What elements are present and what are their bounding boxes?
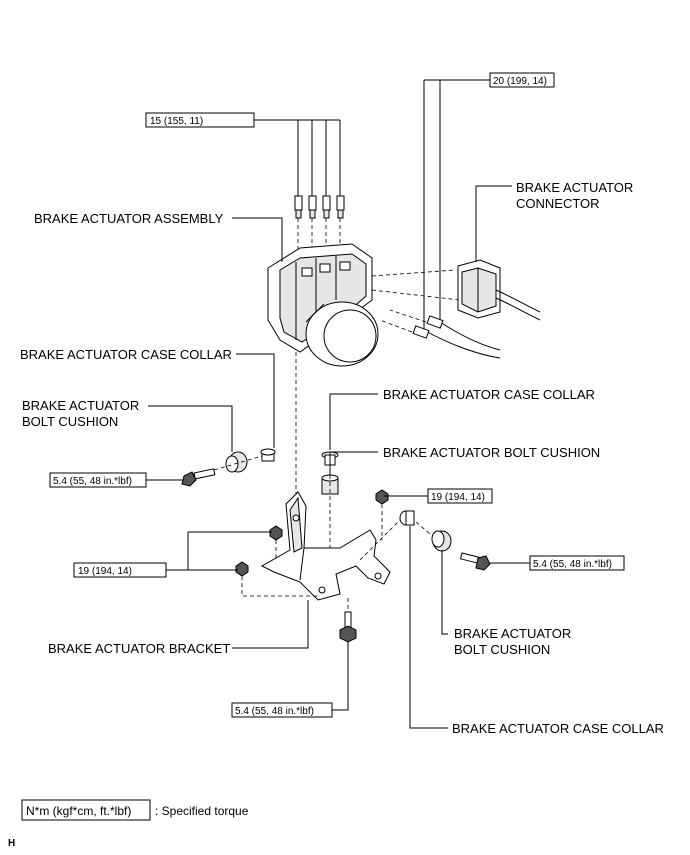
torque-box-bolt-left: 5.4 (55, 48 in.*lbf) [49, 472, 147, 488]
flare-nut-3 [322, 195, 331, 219]
torque-box-brake-line-right: 20 (199, 14) [489, 72, 555, 88]
torque-box-nut-right: 19 (194, 14) [427, 488, 493, 504]
torque-box-bolt-right: 5.4 (55, 48 in.*lbf) [529, 555, 625, 571]
torque-value-bolt-bottom: 5.4 (55, 48 in.*lbf) [235, 706, 314, 717]
brake-actuator-connector [457, 185, 541, 321]
label-bolt-cushion-right-line1: BRAKE ACTUATOR [454, 626, 571, 641]
legend-description: : Specified torque [155, 804, 249, 818]
torque-value-nut-right: 19 (194, 14) [431, 492, 485, 503]
torque-box-brake-line-left: 15 (155, 11) [145, 112, 255, 128]
brake-lines-left [254, 119, 345, 262]
corner-code: H [8, 838, 15, 849]
label-case-collar-upper-left: BRAKE ACTUATOR CASE COLLAR [20, 347, 232, 362]
nut-upper-right [375, 489, 389, 505]
legend-box-text: N*m (kgf*cm, ft.*lbf) [26, 804, 131, 818]
torque-box-nut-left: 19 (194, 14) [73, 562, 167, 578]
label-connector-line2: CONNECTOR [516, 196, 600, 211]
brake-actuator-assembly [267, 243, 461, 520]
torque-value-nut-left: 19 (194, 14) [78, 566, 132, 577]
legend: N*m (kgf*cm, ft.*lbf) : Specified torque [21, 799, 249, 821]
torque-value-brake-line-right: 20 (199, 14) [493, 76, 547, 87]
flare-nut-2 [308, 195, 317, 219]
case-collar-right [399, 510, 415, 526]
label-connector-line1: BRAKE ACTUATOR [516, 180, 633, 195]
flare-nut-6 [412, 325, 430, 339]
brake-lines-right [379, 79, 501, 359]
torque-value-bolt-left: 5.4 (55, 48 in.*lbf) [53, 476, 132, 487]
flare-nut-4 [336, 195, 345, 219]
case-collar-left [260, 448, 276, 462]
bolt-right [459, 552, 491, 571]
label-case-collar-center: BRAKE ACTUATOR CASE COLLAR [383, 387, 595, 402]
bolt-bottom [339, 598, 357, 643]
bolt-cushion-left [225, 451, 248, 473]
bolt-cushion-right [431, 530, 452, 552]
pump-motor [305, 301, 379, 367]
nut-left-lower [235, 561, 249, 577]
flare-nut-1 [294, 195, 303, 219]
bolt-left [181, 468, 216, 487]
label-bolt-cushion-right-line2: BOLT CUSHION [454, 642, 550, 657]
flare-nut-5 [426, 315, 444, 329]
label-brake-actuator-assembly: BRAKE ACTUATOR ASSEMBLY [34, 211, 224, 226]
label-bracket: BRAKE ACTUATOR BRACKET [48, 641, 230, 656]
label-bolt-cushion-left-line2: BOLT CUSHION [22, 414, 118, 429]
label-case-collar-bottom: BRAKE ACTUATOR CASE COLLAR [452, 721, 664, 736]
label-bolt-cushion-center: BRAKE ACTUATOR BOLT CUSHION [383, 445, 600, 460]
brake-actuator-bracket [260, 491, 391, 601]
nut-left-upper [269, 525, 283, 541]
label-bolt-cushion-left-line1: BRAKE ACTUATOR [22, 398, 139, 413]
torque-box-bolt-bottom: 5.4 (55, 48 in.*lbf) [231, 702, 333, 718]
torque-value-bolt-right: 5.4 (55, 48 in.*lbf) [533, 559, 612, 570]
leader-lines [146, 217, 530, 729]
torque-value-brake-line-left: 15 (155, 11) [150, 116, 203, 127]
